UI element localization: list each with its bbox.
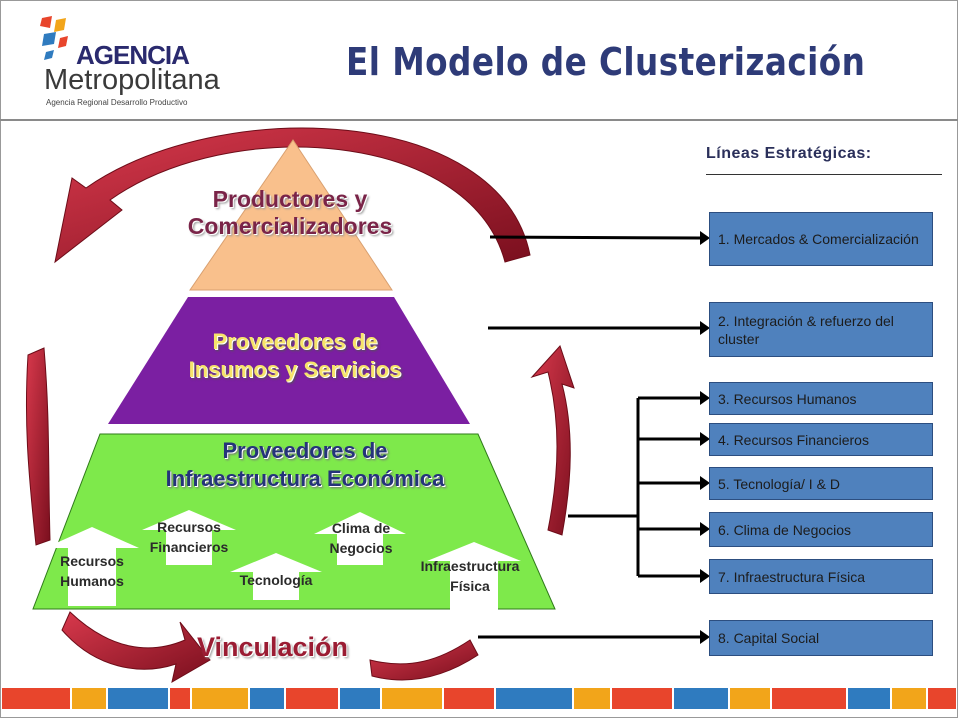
support-label-recursos-financieros: Recursos Financieros <box>134 517 244 557</box>
strategic-line-1: 1. Mercados & Comercialización <box>709 212 933 266</box>
strategic-line-3: 3. Recursos Humanos <box>709 382 933 415</box>
tier-2-label-line2: Insumos y Servicios <box>188 357 402 382</box>
support-label-rh-line2: Humanos <box>60 573 124 589</box>
support-label-rf-line2: Financieros <box>149 539 229 555</box>
strategic-line-7: 7. Infraestructura Física <box>709 559 933 594</box>
connector-line-1 <box>489 235 701 240</box>
support-label-clima-line2: Negocios <box>329 540 393 556</box>
header-divider <box>0 119 958 121</box>
tier-1-triangle <box>189 139 393 291</box>
support-arrow-inf <box>427 542 521 632</box>
agencia-logo-icon <box>40 16 68 60</box>
strategic-line-2: 2. Integración & refuerzo del cluster <box>709 302 933 357</box>
tier-1-label-line1: Productores y <box>212 186 368 212</box>
tier-2-label: Proveedores de Insumos y Servicios <box>140 328 450 384</box>
strategic-lines-heading: Líneas Estratégicas: <box>706 145 872 162</box>
tier-2-label-line1: Proveedores de <box>212 329 378 354</box>
support-label-clima-line1: Clima de <box>331 520 391 536</box>
logo-agencia-text: AGENCIA <box>76 40 190 70</box>
cycle-arrow-bottom <box>61 611 211 684</box>
support-label-clima-negocios: Clima de Negocios <box>306 518 416 558</box>
support-label-tec-text: Tecnología <box>239 572 313 588</box>
tier-3-label-line2: Infraestructura Económica <box>165 466 445 491</box>
strategic-line-6: 6. Clima de Negocios <box>709 512 933 547</box>
strategic-lines-rule <box>706 174 942 175</box>
vinculacion-label: Vinculación <box>197 632 349 662</box>
cycle-arrow-left <box>25 347 51 546</box>
tier-1-label-line2: Comercializadores <box>187 213 393 239</box>
support-label-tecnologia: Tecnología <box>221 570 331 590</box>
cycle-arrow-bottom-right <box>369 639 479 681</box>
support-label-inf-line2: Física <box>450 578 490 594</box>
logo-metropolitana-text: Metropolitana <box>44 64 220 96</box>
strategic-line-8: 8. Capital Social <box>709 620 933 656</box>
support-arrow-rh <box>45 527 139 606</box>
support-arrow-clima <box>314 512 406 565</box>
support-arrow-tec <box>230 553 322 600</box>
tier-3-label: Proveedores de Infraestructura Económica <box>105 437 505 493</box>
slide-title: El Modelo de Clusterización <box>346 40 866 84</box>
tier-1-label: Productores y Comercializadores <box>150 186 430 240</box>
strategic-line-5: 5. Tecnología/ I & D <box>709 467 933 500</box>
support-label-rh-line1: Recursos <box>60 553 124 569</box>
support-label-recursos-humanos: Recursos Humanos <box>42 551 142 591</box>
support-label-rf-line1: Recursos <box>157 519 221 535</box>
logo-subtitle: Agencia Regional Desarrollo Productivo <box>46 98 188 107</box>
support-label-infraestructura-fisica: Infraestructura Física <box>404 556 536 596</box>
cycle-arrow-top <box>54 127 531 264</box>
cycle-arrow-right <box>530 345 575 536</box>
tier-2-trapezoid <box>108 297 470 424</box>
support-arrow-rf <box>142 510 236 565</box>
support-label-inf-line1: Infraestructura <box>420 558 520 574</box>
tier-3-label-line1: Proveedores de <box>222 438 388 463</box>
strategic-line-4: 4. Recursos Financieros <box>709 423 933 456</box>
tier-3-trapezoid <box>32 433 556 610</box>
